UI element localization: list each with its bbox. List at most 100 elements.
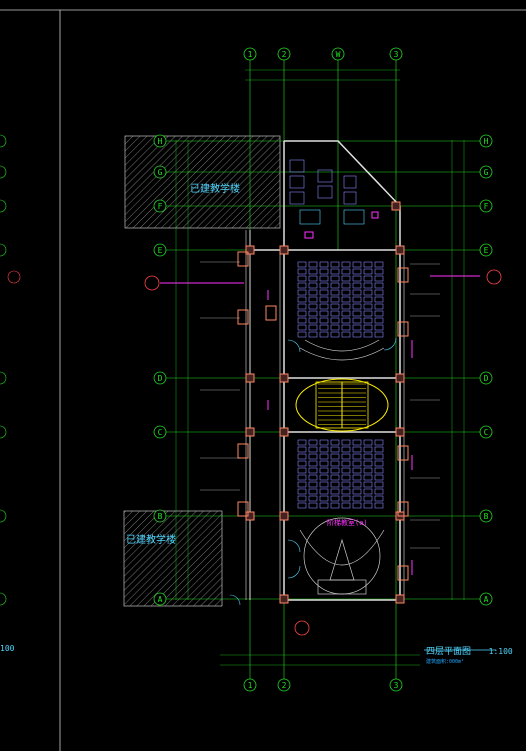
seat — [374, 317, 384, 324]
axis-right-C-bubble — [479, 425, 493, 439]
axis-left-B-bubble — [153, 509, 167, 523]
seat — [308, 495, 318, 502]
seat — [297, 303, 307, 310]
axis-top-1-bubble — [243, 47, 257, 61]
axis-bottom-2-label: 2 — [282, 681, 287, 690]
seat — [319, 282, 329, 289]
axis-right-E-bubble — [479, 243, 493, 257]
seat — [363, 488, 373, 495]
seat — [297, 446, 307, 453]
seat — [330, 467, 340, 474]
seat — [374, 310, 384, 317]
seat — [319, 439, 329, 446]
existing-building-bottom — [123, 510, 223, 607]
seat — [341, 289, 351, 296]
seat — [352, 296, 362, 303]
seat — [308, 460, 318, 467]
seat — [308, 502, 318, 509]
seat — [319, 296, 329, 303]
axis-left-B-label: B — [158, 512, 163, 521]
axis-right-C-label: C — [484, 428, 489, 437]
seat — [374, 446, 384, 453]
axis-left-F-label: F — [158, 202, 163, 211]
seat — [319, 481, 329, 488]
axis-left-E-label: E — [158, 246, 163, 255]
seat — [341, 502, 351, 509]
seat — [352, 495, 362, 502]
axis-bottom-3-label: 3 — [394, 681, 399, 690]
seat — [319, 303, 329, 310]
seat — [330, 495, 340, 502]
seat — [352, 331, 362, 338]
seat — [308, 268, 318, 275]
seat — [330, 474, 340, 481]
seat — [363, 282, 373, 289]
seat — [363, 324, 373, 331]
axis-right-D-label: D — [484, 374, 489, 383]
seat — [363, 268, 373, 275]
axis-top-3-bubble — [389, 47, 403, 61]
drawing-scale: 1:100 — [488, 647, 513, 656]
seat — [330, 439, 340, 446]
seat — [363, 289, 373, 296]
seat — [330, 303, 340, 310]
seat — [363, 453, 373, 460]
seat — [341, 268, 351, 275]
seat — [308, 317, 318, 324]
seat — [352, 439, 362, 446]
axis-top-W-label: W — [336, 50, 341, 59]
seat — [341, 467, 351, 474]
seat — [319, 446, 329, 453]
axis-right-A-bubble — [479, 592, 493, 606]
seat — [330, 268, 340, 275]
seat — [363, 303, 373, 310]
axis-top-W-bubble — [331, 47, 345, 61]
axis-left-E-bubble — [153, 243, 167, 257]
axis-left-D-label: D — [158, 374, 163, 383]
seat — [297, 495, 307, 502]
axis-top-3-label: 3 — [394, 50, 399, 59]
seat — [330, 317, 340, 324]
seat — [330, 275, 340, 282]
seat — [297, 268, 307, 275]
seat — [363, 474, 373, 481]
door-swings — [229, 337, 397, 606]
seat — [308, 310, 318, 317]
seat — [319, 317, 329, 324]
seat — [297, 439, 307, 446]
seat — [308, 275, 318, 282]
central-stair — [295, 378, 389, 432]
seat — [308, 446, 318, 453]
seat — [352, 261, 362, 268]
seat — [374, 467, 384, 474]
seat — [297, 467, 307, 474]
seat — [308, 474, 318, 481]
axis-right-F-bubble — [479, 199, 493, 213]
seat — [363, 331, 373, 338]
seat — [363, 446, 373, 453]
axis-left-F-bubble — [153, 199, 167, 213]
seat — [341, 481, 351, 488]
magenta-annotations — [160, 211, 480, 575]
seat — [297, 296, 307, 303]
seat — [341, 324, 351, 331]
seat — [363, 317, 373, 324]
lecture-seats-upper — [297, 261, 384, 338]
seat — [330, 446, 340, 453]
seat — [341, 317, 351, 324]
seat — [308, 303, 318, 310]
seat — [330, 502, 340, 509]
seat — [297, 453, 307, 460]
seat — [330, 310, 340, 317]
axis-right-H-bubble — [479, 134, 493, 148]
seat — [330, 261, 340, 268]
seat — [352, 275, 362, 282]
axis-left-H-bubble — [153, 134, 167, 148]
seat — [308, 331, 318, 338]
axis-bottom-3-bubble — [389, 678, 403, 692]
seat — [330, 460, 340, 467]
drawing-subtitle: 建筑面积:000m² — [426, 659, 465, 665]
building-walls — [245, 140, 405, 601]
seat — [341, 446, 351, 453]
